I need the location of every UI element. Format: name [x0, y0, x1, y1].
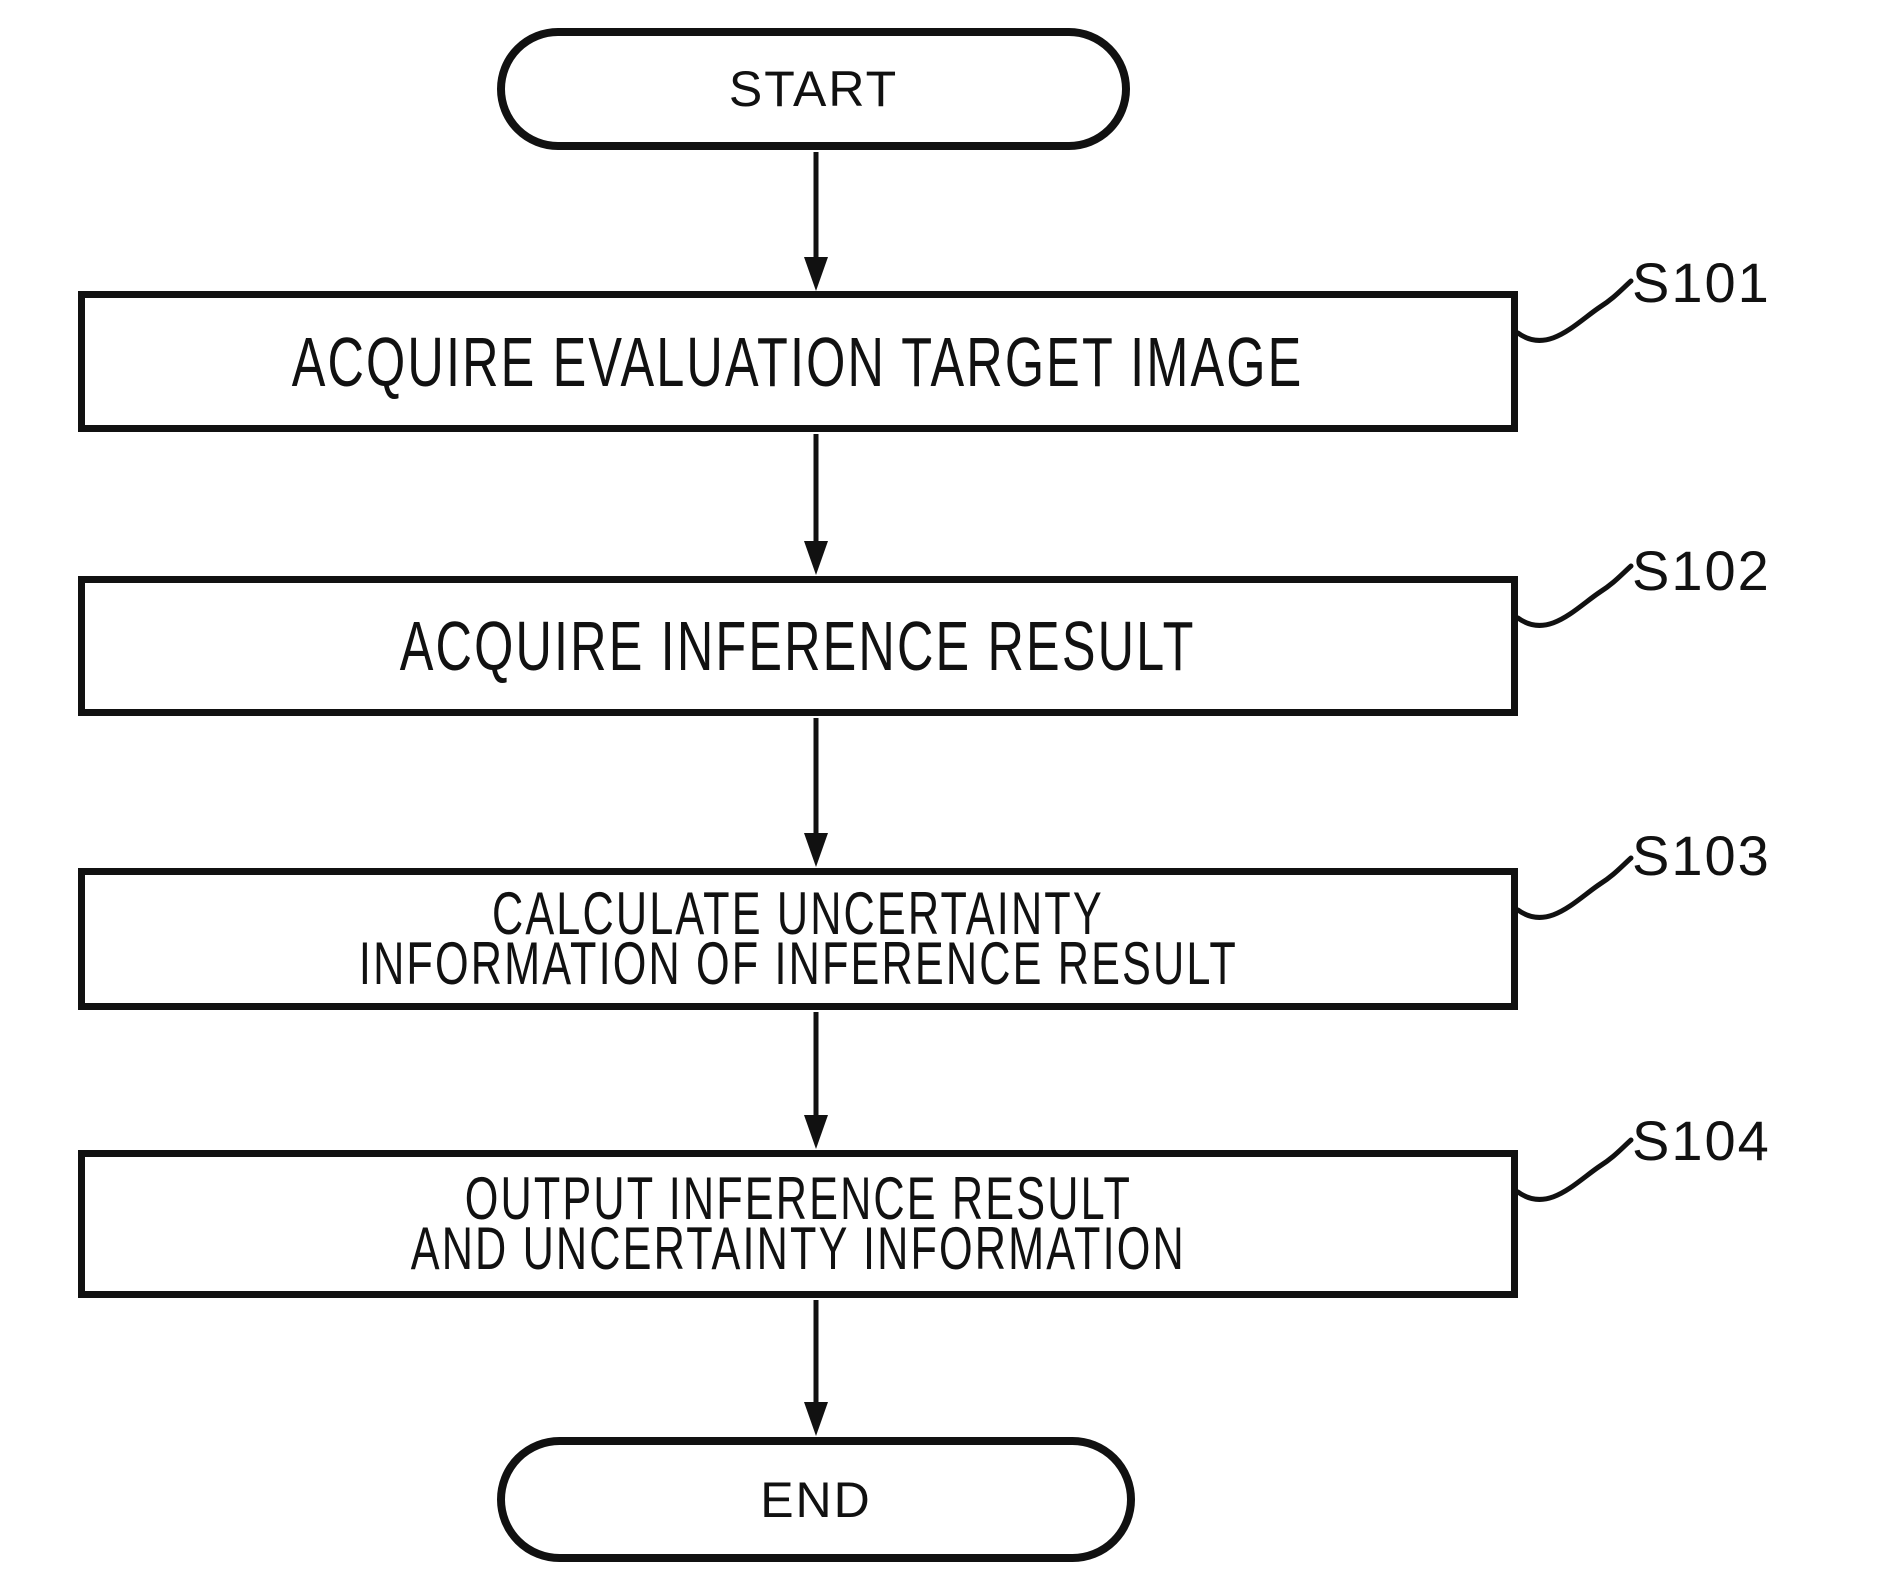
- start-terminal: START: [497, 28, 1130, 150]
- leader-s101: [1515, 278, 1634, 343]
- leader-s102: [1515, 563, 1634, 628]
- step-s104-text-line-1: OUTPUT INFERENCE RESULT: [464, 1165, 1132, 1232]
- step-box-s103: CALCULATE UNCERTAINTY INFORMATION OF INF…: [78, 868, 1518, 1010]
- leader-s104: [1515, 1137, 1634, 1202]
- arrow-s102-to-s103-head: [804, 833, 828, 867]
- start-terminal-label: START: [728, 61, 899, 117]
- end-terminal-label: END: [760, 1471, 872, 1528]
- step-ref-s103: S103: [1632, 824, 1771, 887]
- step-ref-s104: S104: [1632, 1109, 1771, 1172]
- arrow-s101-to-s102-head: [804, 541, 828, 575]
- end-terminal: END: [497, 1437, 1135, 1562]
- step-s102-text: ACQUIRE INFERENCE RESULT: [400, 607, 1196, 685]
- arrow-start-to-s101-head: [804, 257, 828, 291]
- step-s103-text-line-1: CALCULATE UNCERTAINTY: [492, 880, 1104, 947]
- step-ref-s102: S102: [1632, 539, 1771, 602]
- leader-s103: [1515, 855, 1634, 920]
- step-s101-text: ACQUIRE EVALUATION TARGET IMAGE: [292, 322, 1304, 401]
- arrow-s104-to-end-head: [804, 1402, 828, 1436]
- step-s104-text-line-2: AND UNCERTAINTY INFORMATION: [410, 1215, 1186, 1282]
- step-box-s101: ACQUIRE EVALUATION TARGET IMAGE: [78, 291, 1518, 432]
- step-ref-s101: S101: [1632, 251, 1771, 314]
- arrow-s103-to-s104-head: [804, 1115, 828, 1149]
- step-s103-text-line-2: INFORMATION OF INFERENCE RESULT: [358, 930, 1238, 997]
- step-box-s104: OUTPUT INFERENCE RESULT AND UNCERTAINTY …: [78, 1150, 1518, 1298]
- step-box-s102: ACQUIRE INFERENCE RESULT: [78, 576, 1518, 716]
